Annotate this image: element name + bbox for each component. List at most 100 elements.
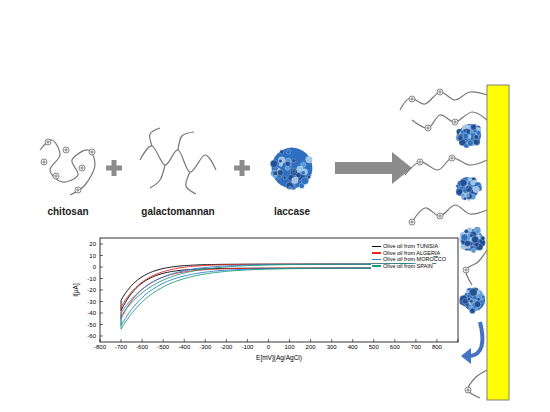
y-tick — [100, 336, 103, 337]
y-tick-label: -10 — [87, 276, 96, 282]
charge-plus — [54, 174, 58, 178]
x-tick — [331, 339, 332, 342]
x-tick — [184, 339, 185, 342]
y-tick-label: -20 — [87, 287, 96, 293]
enzyme-residue — [466, 186, 469, 189]
charge-circle — [417, 159, 423, 165]
x-tick — [121, 339, 122, 342]
enzyme-residue — [464, 240, 470, 246]
x-tick-label: 700 — [411, 344, 421, 350]
x-tick-label: -300 — [199, 344, 211, 350]
y-tick — [100, 278, 103, 279]
charge-circle — [437, 89, 443, 95]
galactomannan-branch — [150, 128, 160, 146]
enzyme-residue — [285, 161, 290, 166]
x-tick-label: 300 — [327, 344, 337, 350]
enzyme-residue — [466, 193, 472, 199]
enzyme-residue — [463, 129, 466, 132]
charge-plus — [450, 156, 454, 160]
components — [40, 128, 412, 195]
enzyme-residue — [306, 156, 313, 163]
enzyme-residue — [301, 171, 305, 175]
enzyme-residue — [472, 236, 479, 243]
x-tick-label: -200 — [220, 344, 232, 350]
y-tick — [100, 313, 103, 314]
legend-entry: Olive oil from SPAIN — [371, 264, 434, 270]
x-tick — [373, 339, 374, 342]
enzyme-residue — [292, 177, 298, 183]
enzyme-residue — [278, 170, 284, 176]
charge-circle — [425, 125, 431, 131]
enzyme-residue — [280, 150, 284, 154]
enzyme-body — [459, 124, 481, 146]
enzyme-residue — [286, 150, 290, 154]
chitosan-chain — [40, 140, 95, 195]
enzyme-residue — [270, 160, 277, 167]
enzyme-residue — [473, 139, 479, 145]
enzyme-residue — [474, 301, 480, 307]
y-tick — [100, 267, 103, 268]
enzyme-residue — [481, 295, 484, 298]
enzyme-residue — [463, 133, 468, 138]
enzyme-residue — [278, 157, 285, 164]
x-tick-label: -700 — [115, 344, 127, 350]
x-tick — [415, 339, 416, 342]
x-tick-label: -600 — [136, 344, 148, 350]
polymer-strand — [405, 158, 487, 175]
cv-curve — [121, 255, 437, 329]
enzyme-residue — [480, 236, 484, 240]
y-tick-label: 10 — [89, 253, 96, 259]
x-tick-label: -100 — [241, 344, 253, 350]
legend-text: Olive oil from ALGERIA — [383, 250, 440, 256]
x-tick-label: 800 — [432, 344, 442, 350]
enzyme-residue — [474, 135, 479, 140]
charge-circle — [465, 387, 471, 393]
charge-circle — [452, 119, 458, 125]
enzyme-residue — [464, 229, 468, 233]
legend-text: Olive oil from SPAIN — [383, 263, 433, 269]
legend-swatch — [372, 259, 381, 261]
enzyme-body — [272, 148, 313, 189]
polymer-strand — [466, 250, 487, 285]
x-tick — [247, 339, 248, 342]
enzyme-residue — [460, 179, 467, 186]
x-tick-label: 100 — [285, 344, 295, 350]
y-axis-title: I[μA] — [73, 283, 80, 297]
polymer-strand — [468, 370, 487, 398]
charge-plus — [466, 388, 470, 392]
enzyme-residue — [292, 170, 295, 173]
charge-circle — [45, 139, 51, 145]
charge-plus — [438, 90, 442, 94]
y-tick — [100, 255, 103, 256]
x-tick-label: 600 — [390, 344, 400, 350]
x-tick-label: -800 — [94, 344, 106, 350]
x-tick — [289, 339, 290, 342]
enzyme-residue — [283, 176, 286, 179]
plus-sign — [112, 160, 117, 176]
legend-text: Olive oil from MOROCCO — [383, 256, 446, 262]
y-tick-label: 20 — [89, 241, 96, 247]
enzyme-residue — [286, 182, 293, 189]
charge-circle — [463, 267, 469, 273]
legend-entry: Olive oil from MOROCCO — [371, 257, 447, 263]
legend-swatch — [372, 246, 381, 248]
enzyme-residue — [271, 170, 277, 176]
y-tick-label: -60 — [87, 333, 96, 339]
y-tick — [100, 290, 103, 291]
charge-plus — [42, 160, 46, 164]
enzyme-residue — [463, 197, 466, 200]
x-tick — [205, 339, 206, 342]
enzyme-residue — [471, 248, 476, 253]
enzyme-residue — [288, 186, 291, 189]
enzyme-residue — [285, 166, 289, 170]
enzyme-residue — [458, 136, 463, 141]
galactomannan-branch — [150, 165, 165, 188]
y-tick — [100, 244, 103, 245]
charge-circle — [53, 173, 59, 179]
charge-plus — [64, 148, 68, 152]
charge-circle — [449, 155, 455, 161]
legend-entry: Olive oil from TUNISIA — [371, 244, 439, 250]
y-tick-label: 0 — [93, 264, 96, 270]
legend-entry: Olive oil from ALGERIA — [371, 251, 441, 257]
